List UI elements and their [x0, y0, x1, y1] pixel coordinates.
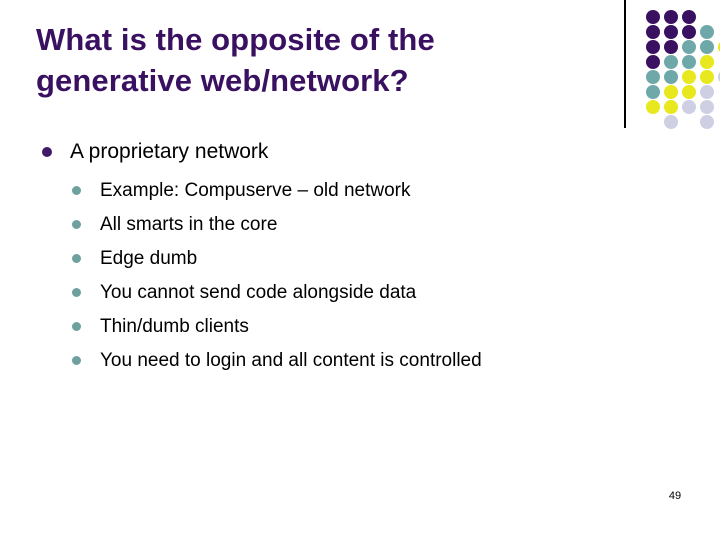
bullet-level2-text: Example: Compuserve – old network: [100, 179, 411, 201]
bullet-marker-icon: [72, 356, 81, 366]
slide-title-line-1: What is the opposite of the: [36, 22, 435, 57]
bullet-level2-text: All smarts in the core: [100, 213, 278, 235]
decorative-dot-grid: [646, 10, 720, 132]
bullet-level2: You need to login and all content is con…: [36, 343, 676, 377]
decorative-dot: [700, 25, 714, 39]
decorative-dot: [700, 100, 714, 114]
decorative-dot: [646, 40, 660, 54]
bullet-level2: Example: Compuserve – old network: [36, 173, 676, 207]
decorative-dot: [664, 10, 678, 24]
decorative-dot: [718, 70, 720, 84]
bullet-level1: A proprietary network: [36, 138, 676, 165]
bullet-level2-text: Thin/dumb clients: [100, 315, 249, 337]
decorative-dot: [664, 85, 678, 99]
decorative-vertical-divider: [624, 0, 626, 128]
decorative-dot: [664, 115, 678, 129]
bullet-level2-text: You need to login and all content is con…: [100, 349, 482, 371]
decorative-dot: [682, 55, 696, 69]
decorative-dot: [664, 25, 678, 39]
decorative-dot: [646, 85, 660, 99]
slide-title: What is the opposite of the generative w…: [36, 20, 596, 102]
decorative-dot: [664, 40, 678, 54]
decorative-dot: [664, 70, 678, 84]
bullet-level2: Edge dumb: [36, 241, 676, 275]
decorative-dot: [646, 70, 660, 84]
bullet-marker-icon: [72, 220, 81, 230]
decorative-dot: [682, 40, 696, 54]
bullet-marker-icon: [72, 254, 81, 264]
decorative-dot: [682, 25, 696, 39]
decorative-dot: [700, 40, 714, 54]
bullet-marker-icon: [72, 186, 81, 196]
bullet-level2: Thin/dumb clients: [36, 309, 676, 343]
bullet-marker-icon: [42, 147, 52, 157]
decorative-dot: [700, 55, 714, 69]
decorative-dot: [664, 100, 678, 114]
bullet-marker-icon: [72, 288, 81, 298]
decorative-dot: [646, 10, 660, 24]
decorative-dot: [682, 10, 696, 24]
decorative-dot: [682, 100, 696, 114]
bullet-level1-text: A proprietary network: [70, 140, 269, 163]
decorative-dot: [700, 70, 714, 84]
decorative-dot: [646, 100, 660, 114]
decorative-dot: [682, 70, 696, 84]
slide-body: A proprietary network Example: Compuserv…: [36, 138, 676, 377]
decorative-dot: [682, 85, 696, 99]
decorative-dot: [718, 40, 720, 54]
bullet-level2: All smarts in the core: [36, 207, 676, 241]
bullet-level2-text: Edge dumb: [100, 247, 198, 269]
decorative-dot: [664, 55, 678, 69]
bullet-marker-icon: [72, 322, 81, 332]
slide-title-line-2: generative web/network?: [36, 62, 409, 98]
decorative-dot: [646, 25, 660, 39]
bullet-level2: You cannot send code alongside data: [36, 275, 676, 309]
page-number: 49: [668, 490, 682, 501]
decorative-dot: [700, 115, 714, 129]
decorative-dot: [700, 85, 714, 99]
decorative-dot: [646, 55, 660, 69]
bullet-level2-text: You cannot send code alongside data: [100, 281, 417, 303]
